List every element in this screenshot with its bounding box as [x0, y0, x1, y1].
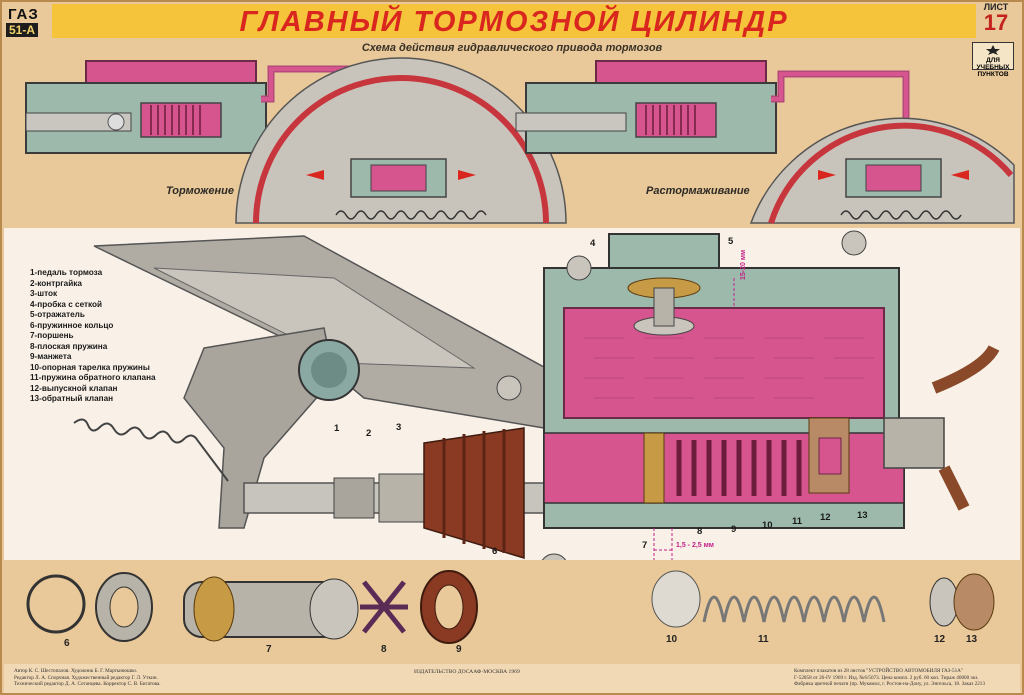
footer-publisher: ИЗДАТЕЛЬСТВО ДОСААФ·МОСКВА 1969 — [414, 669, 520, 675]
legend-item: 6-пружинное кольцо — [30, 320, 114, 330]
callout-11: 11 — [792, 516, 803, 527]
badge-text: ДЛЯ УЧЕБНЫХ ПУНКТОВ — [976, 57, 1010, 78]
parts-row-illustration — [26, 570, 995, 644]
callout-13: 13 — [857, 510, 868, 521]
footer-credit-line: Редактор Л. А. Спорчная. Художественный … — [14, 674, 158, 681]
callout-8: 8 — [697, 526, 703, 537]
footer-edition-line: Комплект плакатов из 28 листов "УСТРОЙСТ… — [794, 668, 964, 674]
part-label-7: 7 — [266, 644, 272, 655]
logo-line2: 51-А — [6, 23, 39, 37]
dosaaf-badge: ДЛЯ УЧЕБНЫХ ПУНКТОВ — [972, 42, 1014, 78]
part-label-11: 11 — [758, 634, 769, 645]
footer-edition: Комплект плакатов из 28 листов "УСТРОЙСТ… — [794, 668, 985, 688]
parts-legend: 1-педаль тормоза 2-контргайка 3-шток 4-п… — [30, 268, 156, 405]
title-band: ГЛАВНЫЙ ТОРМОЗНОЙ ЦИЛИНДР — [52, 4, 976, 38]
legend-item: 11-пружина обратного клапана — [30, 373, 156, 382]
caption-braking: Торможение — [166, 185, 235, 197]
part-label-8: 8 — [381, 644, 387, 655]
dimension-gap-bottom: 1,5 - 2,5 мм — [676, 542, 714, 549]
callout-6: 6 — [492, 546, 498, 557]
footer-credit-line: Автор К. С. Шестопалов. Художник Б. Г. М… — [14, 668, 138, 674]
sheet-number: 17 — [983, 10, 1009, 35]
dimension-gap-top: 15-20 мм — [740, 249, 747, 280]
releasing-scheme — [515, 60, 1015, 224]
legend-item: 3-шток — [30, 289, 58, 298]
legend-item: 8-плоская пружина — [30, 341, 108, 351]
hydraulic-scheme-illustration — [25, 57, 1015, 224]
diagram-subtitle: Схема действия гидравлического привода т… — [361, 42, 663, 54]
legend-item: 1-педаль тормоза — [30, 268, 103, 277]
sheet-label: ЛИСТ — [983, 2, 1009, 12]
part-label-13: 13 — [966, 634, 978, 645]
callout-5: 5 — [728, 236, 734, 247]
master-cylinder-illustration — [73, 230, 1000, 583]
footer-credit-line: Технический редактор Д. А. Сотанцева. Ко… — [14, 681, 161, 688]
sheet-indicator: ЛИСТ 17 — [976, 2, 1016, 38]
part-label-10: 10 — [666, 634, 678, 645]
callout-12: 12 — [820, 512, 831, 523]
legend-item: 2-контргайка — [30, 278, 82, 288]
page-title: ГЛАВНЫЙ ТОРМОЗНОЙ ЦИЛИНДР — [239, 6, 789, 38]
legend-item: 7-поршень — [30, 331, 74, 340]
master-cylinder-panel: 1-педаль тормоза 2-контргайка 3-шток 4-п… — [4, 228, 1020, 583]
footer-credits: Автор К. С. Шестопалов. Художник Б. Г. М… — [14, 668, 161, 688]
legend-item: 5-отражатель — [30, 310, 85, 319]
callout-10: 10 — [762, 520, 773, 531]
part-label-6: 6 — [64, 638, 70, 649]
imprint-footer: Автор К. С. Шестопалов. Художник Б. Г. М… — [4, 664, 1020, 693]
caption-releasing: Растормаживание — [646, 185, 750, 197]
callout-1: 1 — [334, 423, 340, 434]
logo-line1: ГАЗ — [8, 6, 39, 23]
legend-item: 4-пробка с сеткой — [30, 299, 103, 309]
callout-9: 9 — [731, 524, 737, 535]
footer-edition-line: Фабрика цветной печати (пр. Мукомол, г. … — [794, 681, 985, 688]
parts-row: 6 7 8 9 10 11 12 13 — [4, 562, 1020, 664]
callout-4: 4 — [590, 238, 596, 249]
callout-7: 7 — [642, 540, 648, 551]
hydraulic-scheme-panel: Торможение Растормаживание — [6, 55, 1018, 225]
callout-2: 2 — [366, 428, 372, 439]
gaz-logo: ГАЗ 51-А — [6, 6, 48, 38]
callout-3: 3 — [396, 422, 402, 433]
badge-emblem-icon — [986, 45, 1000, 55]
legend-item: 13-обратный клапан — [30, 394, 114, 403]
legend-item: 10-опорная тарелка пружины — [30, 362, 150, 372]
part-label-9: 9 — [456, 644, 462, 655]
braking-scheme — [25, 57, 567, 224]
legend-item: 12-выпускной клапан — [30, 383, 118, 393]
footer-edition-line: Г-52858 от 26-IV 1969 г. Изд. №6/5073. Ц… — [794, 674, 979, 681]
legend-item: 9-манжета — [30, 352, 72, 361]
part-label-12: 12 — [934, 634, 946, 645]
